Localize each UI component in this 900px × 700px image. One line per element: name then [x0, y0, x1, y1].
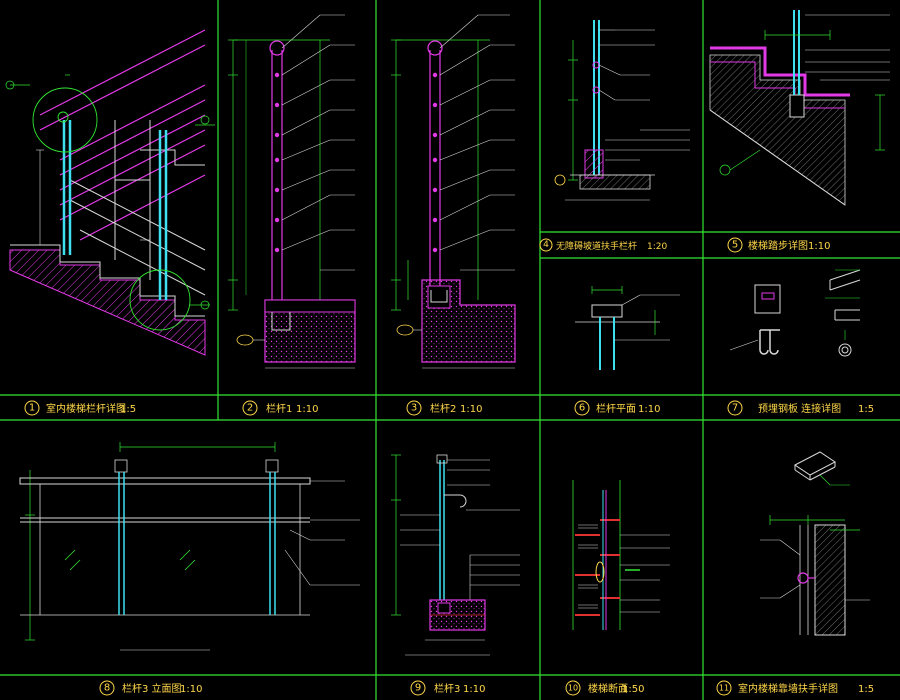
- caption-title: 楼梯踏步详图: [748, 239, 808, 252]
- caption-number: 2: [247, 403, 253, 414]
- caption-detail-1: 1 室内楼梯栏杆详图 1:5: [24, 400, 136, 416]
- caption-detail-2: 2 栏杆1 1:10: [242, 400, 318, 416]
- detail-3-drawing: [391, 14, 516, 369]
- caption-number: 7: [732, 403, 738, 414]
- detail-1-drawing: [5, 29, 215, 356]
- caption-scale: 1:10: [180, 684, 202, 695]
- caption-number: 6: [579, 403, 585, 414]
- caption-scale: 1:5: [858, 404, 874, 415]
- caption-title: 预埋钢板 连接详图: [758, 402, 841, 415]
- caption-number: 8: [104, 683, 110, 694]
- detail-2-drawing: [228, 14, 356, 369]
- caption-title: 栏杆2: [430, 402, 456, 415]
- detail-11-drawing: [760, 451, 870, 636]
- caption-title: 栏杆3 立面图: [122, 682, 182, 695]
- caption-scale: 1:10: [808, 241, 830, 252]
- caption-detail-10: 10 楼梯断面 1:50: [565, 680, 644, 696]
- caption-number: 11: [719, 684, 729, 693]
- caption-detail-6: 6 栏杆平面 1:10: [574, 400, 660, 416]
- caption-scale: 1:10: [296, 404, 318, 415]
- caption-title: 室内楼梯栏杆详图: [46, 402, 126, 415]
- caption-title: 栏杆1: [266, 402, 292, 415]
- caption-number: 4: [543, 240, 549, 250]
- caption-detail-7: 7 预埋钢板 连接详图 1:5: [727, 400, 874, 416]
- caption-scale: 1:10: [460, 404, 482, 415]
- caption-scale: 1:10: [638, 404, 660, 415]
- caption-number: 10: [568, 684, 578, 693]
- caption-title: 楼梯断面: [588, 682, 628, 695]
- detail-5-drawing: [709, 10, 890, 206]
- caption-number: 9: [415, 683, 421, 694]
- caption-detail-3: 3 栏杆2 1:10: [406, 400, 482, 416]
- caption-title: 室内楼梯靠墙扶手详图: [738, 682, 838, 695]
- caption-number: 5: [732, 240, 738, 251]
- detail-9-drawing: [391, 454, 520, 656]
- caption-number: 3: [411, 403, 417, 414]
- caption-title: 无障碍坡道扶手栏杆: [556, 240, 637, 252]
- caption-title: 栏杆平面: [596, 402, 636, 415]
- caption-scale: 1:5: [120, 404, 136, 415]
- caption-detail-4: 4 无障碍坡道扶手栏杆 1:20: [539, 238, 667, 252]
- caption-detail-5: 5 楼梯踏步详图 1:10: [727, 237, 830, 253]
- detail-4-drawing: [554, 20, 690, 201]
- caption-detail-9: 9 栏杆3 1:10: [410, 680, 485, 696]
- detail-8-drawing: [19, 442, 360, 651]
- caption-scale: 1:20: [647, 242, 667, 252]
- caption-title: 栏杆3: [434, 682, 460, 695]
- detail-10-drawing: [572, 480, 670, 630]
- caption-scale: 1:10: [463, 684, 485, 695]
- detail-6-drawing: [575, 286, 680, 370]
- detail-7-drawing: [729, 269, 861, 357]
- caption-scale: 1:50: [622, 684, 644, 695]
- caption-detail-8: 8 栏杆3 立面图 1:10: [99, 680, 202, 696]
- caption-scale: 1:5: [858, 684, 874, 695]
- caption-number: 1: [29, 403, 35, 414]
- caption-detail-11: 11 室内楼梯靠墙扶手详图 1:5: [716, 680, 874, 696]
